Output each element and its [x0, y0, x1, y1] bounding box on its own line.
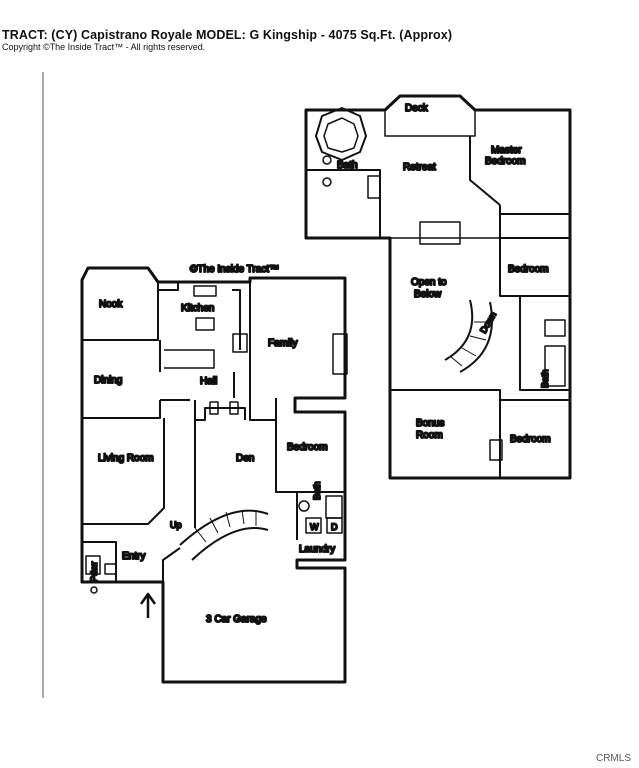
dryer-label: D	[331, 522, 338, 532]
room-label-bedroom: Bedroom	[287, 442, 328, 453]
room-label-hall: Hall	[200, 376, 217, 387]
room-label-powder: Pdwr	[89, 561, 99, 582]
watermark-text: ©The Inside Tract™	[190, 264, 279, 275]
stairs-down-label: Down	[478, 310, 498, 335]
room-label-bedroom-lower: Bedroom	[510, 434, 551, 445]
room-label-den: Den	[236, 453, 254, 464]
room-label-master-bedroom: Master	[491, 145, 522, 156]
room-label-master-bedroom-2: Bedroom	[485, 156, 526, 167]
room-label-bath: Bath	[312, 481, 322, 500]
washer-label: W	[310, 522, 319, 532]
second-floor-plan	[304, 94, 572, 480]
first-floor-plan	[80, 266, 348, 684]
room-label-nook: Nook	[99, 299, 123, 310]
room-label-open-to-below: Open to	[411, 277, 447, 288]
room-label-kitchen: Kitchen	[181, 303, 214, 314]
room-label-retreat: Retreat	[403, 162, 436, 173]
stairs-up-label: Up	[170, 520, 182, 530]
source-label: CRMLS	[595, 753, 631, 764]
room-label-living-room: Living Room	[98, 453, 154, 464]
room-label-garage: 3 Car Garage	[206, 614, 267, 625]
room-label-bonus-room: Bonus	[416, 418, 444, 429]
room-label-open-to-below-2: Below	[414, 289, 442, 300]
copyright-notice: Copyright ©The Inside Tract™ - All right…	[2, 42, 206, 52]
room-label-bedroom-upper: Bedroom	[508, 264, 549, 275]
room-label-family: Family	[268, 338, 297, 349]
room-label-side-bath: Bath	[540, 369, 550, 388]
room-label-deck: Deck	[405, 103, 429, 114]
room-label-laundry: Laundry	[299, 544, 335, 555]
room-label-entry: Entry	[122, 551, 145, 562]
room-label-bonus-room-2: Room	[416, 430, 443, 441]
room-label-dining: Dining	[94, 375, 122, 386]
room-label-upper-bath: Bath	[337, 160, 358, 171]
plan-title: TRACT: (CY) Capistrano Royale MODEL: G K…	[2, 28, 453, 42]
